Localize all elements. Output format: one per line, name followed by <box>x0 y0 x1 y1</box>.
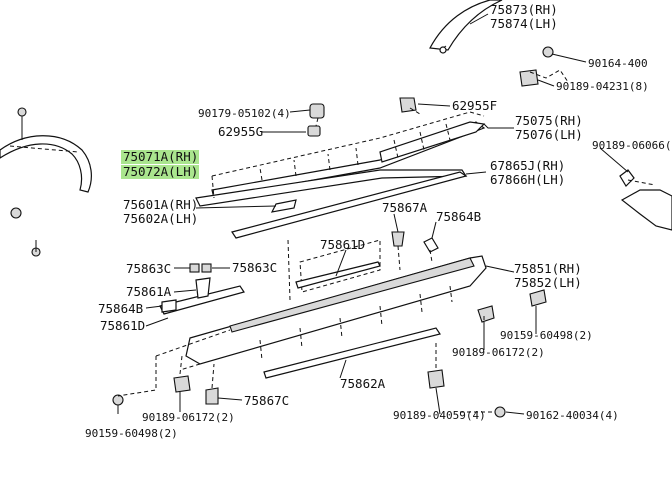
clips-and-bolts <box>112 46 554 418</box>
bracket-right <box>619 169 672 231</box>
label-75072a: 75072A(LH) <box>123 164 198 179</box>
label-75076: 75076(LH) <box>515 127 583 142</box>
rocker-panel-main <box>155 239 487 371</box>
label-75864b-left: 75864B <box>98 301 143 316</box>
label-62955g: 62955G <box>218 124 263 139</box>
label-90162: 90162-40034(4) <box>526 409 619 422</box>
label-67866h: 67866H(LH) <box>490 172 565 187</box>
label-90189-06172-right: 90189-06172(2) <box>452 346 545 359</box>
label-75874: 75874(LH) <box>490 16 558 31</box>
label-90164: 90164-400 <box>588 57 648 70</box>
label-67865j: 67865J(RH) <box>490 158 565 173</box>
label-75075: 75075(RH) <box>515 113 583 128</box>
leader-lines <box>117 13 629 415</box>
label-90189-06066: 90189-06066( <box>592 139 671 152</box>
label-75071a: 75071A(RH) <box>123 149 198 164</box>
highlight-75072a <box>121 165 199 179</box>
label-75861a: 75861A <box>126 284 172 299</box>
fender-liner-top-right <box>429 0 503 54</box>
label-90189-04231: 90189-04231(8) <box>556 80 649 93</box>
label-75861d-top: 75861D <box>320 237 365 252</box>
label-75851: 75851(RH) <box>514 261 582 276</box>
label-75863c-left: 75863C <box>126 261 171 276</box>
highlight-75071a <box>121 150 199 164</box>
label-90189-06172-bottom: 90189-06172(2) <box>142 411 235 424</box>
label-75601a: 75601A(RH) <box>123 197 198 212</box>
strip-75862a <box>263 327 441 379</box>
label-90189-04059: 90189-04059(4) <box>393 409 486 422</box>
label-90179: 90179-05102(4) <box>198 107 291 120</box>
label-75602a: 75602A(LH) <box>123 211 198 226</box>
label-75867c: 75867C <box>244 393 289 408</box>
label-90159-left: 90159-60498(2) <box>85 427 178 440</box>
label-75864b-top: 75864B <box>436 209 481 224</box>
label-75861d-left: 75861D <box>100 318 145 333</box>
upper-moulding-assembly <box>195 111 486 213</box>
label-75867a: 75867A <box>382 200 428 215</box>
label-90159-right: 90159-60498(2) <box>500 329 593 342</box>
label-62955f: 62955F <box>452 98 497 113</box>
label-75873: 75873(RH) <box>490 2 558 17</box>
strip-67865j <box>231 171 468 239</box>
label-75862a: 75862A <box>340 376 386 391</box>
label-75852: 75852(LH) <box>514 275 582 290</box>
wheel-arch-left <box>0 107 92 257</box>
label-75863c-right: 75863C <box>232 260 277 275</box>
